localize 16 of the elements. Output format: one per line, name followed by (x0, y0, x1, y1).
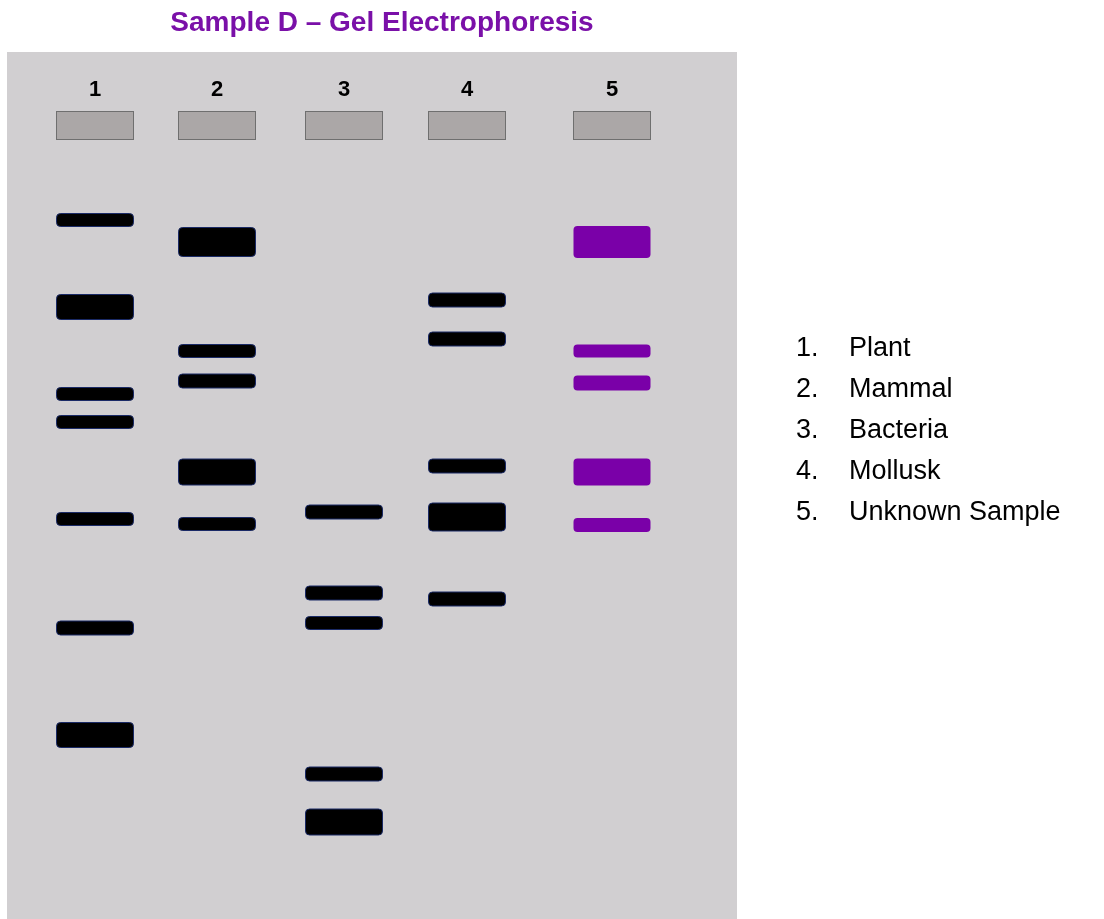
title: Sample D – Gel Electrophoresis (169, 5, 595, 39)
lane-number: 1 (87, 76, 103, 102)
lane-number: 3 (336, 76, 352, 102)
list-number: 1. (796, 331, 819, 363)
list-number: 4. (796, 454, 819, 486)
sample-name: Mollusk (849, 454, 941, 486)
sample-name: Bacteria (849, 413, 949, 445)
sample-name: Mammal (849, 372, 953, 404)
list-number: 3. (796, 413, 819, 445)
sample-name: Plant (849, 331, 911, 363)
list-number: 2. (796, 372, 819, 404)
lane-number: 4 (459, 76, 475, 102)
list-number: 5. (796, 495, 819, 527)
lane-number: 2 (209, 76, 225, 102)
lane-number: 5 (604, 76, 620, 102)
sample-name: Unknown Sample (849, 495, 1061, 527)
